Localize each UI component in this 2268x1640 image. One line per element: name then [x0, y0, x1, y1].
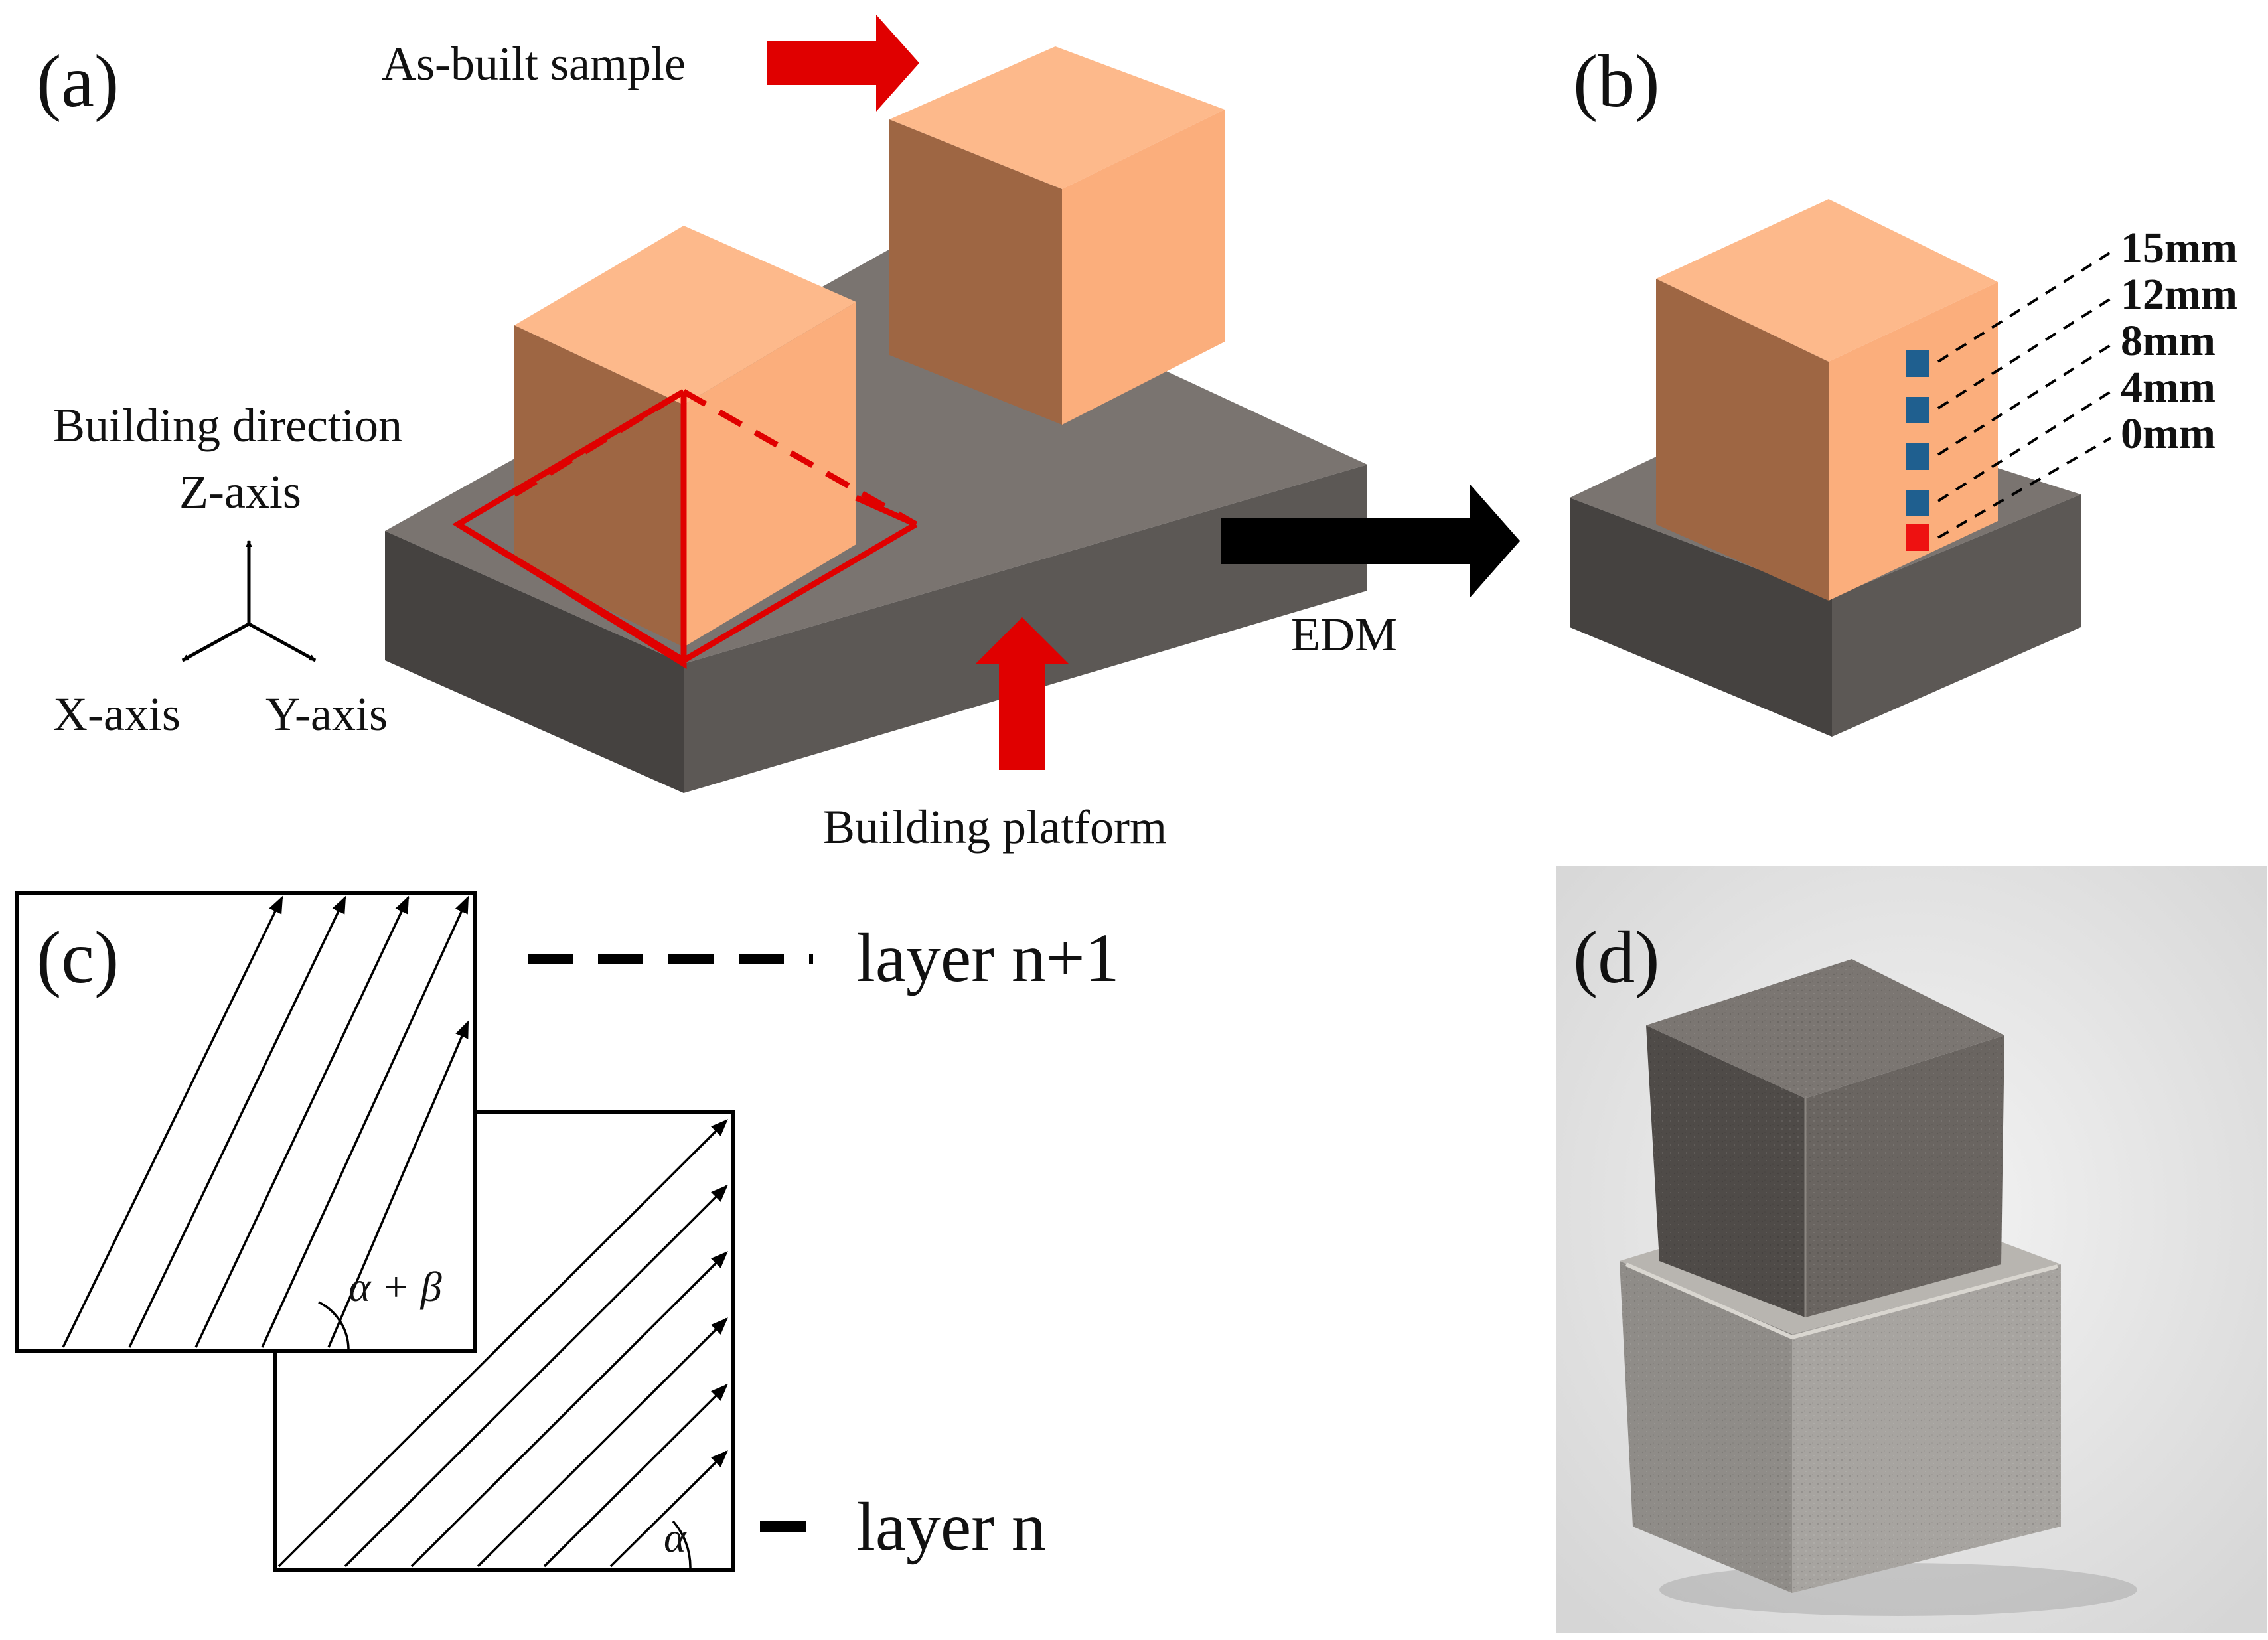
- panel-b-label: (b): [1573, 40, 1660, 123]
- front-cube-top: [514, 226, 856, 405]
- layer-n-vector: [609, 1450, 728, 1568]
- front-cube-left: [514, 325, 684, 647]
- building-direction-label: Building direction: [53, 399, 402, 452]
- layer-n-plus-1-vector: [128, 895, 346, 1348]
- axis-triad: [181, 540, 317, 662]
- leader-4mm: [1937, 390, 2112, 502]
- panel-a-label: (a): [37, 40, 119, 123]
- layer-n-plus-1-label: layer n+1: [856, 920, 1120, 996]
- angle-alpha-label: α: [664, 1514, 687, 1561]
- depth-label-8mm: 8mm: [2121, 317, 2216, 365]
- depth-label-4mm: 4mm: [2121, 363, 2216, 411]
- edm-label: EDM: [1291, 608, 1397, 661]
- b-cube-right: [1829, 282, 1998, 601]
- base-outline: [452, 389, 918, 670]
- layer-n-vector: [344, 1185, 728, 1568]
- platform-left-face: [385, 531, 684, 793]
- z-axis-label: Z-axis: [179, 465, 301, 518]
- depth-label-0mm: 0mm: [2121, 410, 2216, 458]
- photo-base-texture-l: [1620, 1261, 1792, 1593]
- photo-cube-texture-l: [1646, 1025, 1805, 1317]
- depth-marker-8mm: [1906, 443, 1929, 470]
- leader-8mm: [1937, 344, 2112, 456]
- photo-cube-texture-r: [1805, 1035, 2004, 1317]
- as-built-arrow: [767, 15, 919, 112]
- depth-marker-12mm: [1906, 397, 1929, 423]
- base-outline-dashed-left: [512, 389, 686, 497]
- depth-marker-4mm: [1906, 490, 1929, 516]
- layer-n-scan-vectors: [277, 1119, 728, 1568]
- edm-arrow: [1221, 485, 1520, 597]
- photo-ledge: [1625, 1262, 2058, 1340]
- angle-arc-alpha: [672, 1520, 692, 1568]
- base-outline-dashed-right: [682, 389, 918, 527]
- x-axis-label: X-axis: [53, 688, 181, 741]
- y-axis-label: Y-axis: [265, 688, 388, 741]
- layer-n-plus-1-vector: [194, 895, 410, 1348]
- b-platform-right: [1832, 494, 2081, 737]
- back-cube-left: [889, 119, 1062, 425]
- panel-d-label: (d): [1573, 917, 1660, 999]
- layer-n-plus-1-vector: [62, 895, 283, 1348]
- depth-label-15mm: 15mm: [2121, 224, 2237, 272]
- photo-shadow: [1659, 1563, 2137, 1616]
- panel-b: (b) 15mm 12mm 8mm 4mm: [1570, 40, 2237, 737]
- panel-d: (d): [1556, 866, 2267, 1633]
- b-platform-left: [1570, 498, 1832, 737]
- panel-c: α α + β (c) layer n+1 layer n: [15, 891, 1120, 1572]
- angle-arc-alpha-beta: [318, 1301, 350, 1349]
- b-cube-left: [1656, 279, 1829, 601]
- front-cube: [514, 226, 856, 647]
- photo-base-texture-r: [1792, 1264, 2061, 1593]
- x-axis-arrow: [181, 622, 250, 662]
- base-outline-solid-front: [456, 522, 918, 664]
- y-axis-arrow: [248, 622, 317, 662]
- layer-n-plus-1-frame: [15, 891, 477, 1353]
- leader-15mm: [1937, 251, 2112, 363]
- photo-cube-texture-t: [1646, 959, 2004, 1098]
- depth-label-12mm: 12mm: [2121, 270, 2237, 319]
- back-cube: [889, 46, 1225, 425]
- layer-n-plus-1-scan-vectors: [62, 895, 469, 1348]
- layer-n-vector: [277, 1119, 728, 1568]
- front-cube-right: [684, 302, 856, 647]
- layer-n-plus-1-vector: [327, 1020, 469, 1348]
- panel-c-label: (c): [37, 917, 119, 999]
- edm-process: EDM: [1221, 485, 1520, 661]
- building-platform-label: Building platform: [823, 800, 1167, 854]
- b-cube-top: [1656, 199, 1998, 362]
- layer-n-vector: [543, 1384, 728, 1568]
- panel-a: (a) As-built sample: [37, 15, 1367, 854]
- depth-leaders: [1937, 251, 2112, 539]
- back-cube-top: [889, 46, 1225, 189]
- layer-n-vector: [410, 1251, 728, 1568]
- layer-legend: layer n+1 layer n: [528, 920, 1120, 1565]
- depth-marker-15mm: [1906, 350, 1929, 377]
- depth-marker-0mm: [1906, 524, 1929, 551]
- as-built-sample-label: As-built sample: [382, 37, 686, 90]
- back-cube-right: [1062, 110, 1225, 425]
- depth-labels: 15mm 12mm 8mm 4mm 0mm: [2121, 224, 2237, 458]
- leader-12mm: [1937, 297, 2112, 410]
- layer-n-vector: [477, 1317, 728, 1568]
- building-platform-arrow: [976, 617, 1069, 770]
- layer-n-plus-1-square: α + β: [15, 891, 477, 1353]
- angle-alpha-beta-label: α + β: [348, 1263, 442, 1310]
- depth-markers: [1906, 350, 1929, 551]
- layer-n-plus-1-vector: [261, 895, 469, 1348]
- layer-n-label: layer n: [856, 1489, 1046, 1565]
